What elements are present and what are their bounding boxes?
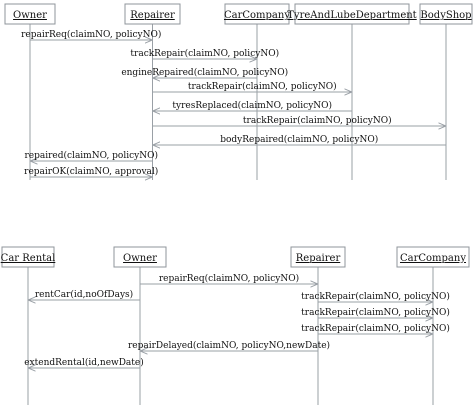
message-label: repairReq(claimNO, policyNO) — [21, 29, 161, 40]
participant-label-repairer: Repairer — [296, 253, 341, 264]
participant-box-carcompany[interactable] — [396, 246, 470, 268]
message-label: repairDelayed(claimNO, policyNO,newDate) — [128, 340, 330, 351]
message-label: bodyRepaired(claimNO, policyNO) — [220, 134, 378, 145]
message-label: repairOK(claimNO, approval) — [24, 166, 158, 177]
message-label: trackRepair(claimNO, policyNO) — [188, 81, 337, 92]
participant-label-carrental: Car Rental — [1, 253, 56, 264]
participant-box-repairer[interactable] — [290, 246, 346, 268]
participant-box-owner[interactable] — [4, 3, 56, 25]
diagram-1: Owner Repairer CarCompanyTyreAndLubeDepart… — [4, 3, 473, 180]
participant-label-owner: Owner — [123, 253, 157, 264]
message-label: trackRepair(claimNO, policyNO) — [301, 291, 450, 302]
message-label: trackRepair(claimNO, policyNO) — [301, 323, 450, 334]
message-label: tyresReplaced(claimNO, policyNO) — [172, 100, 332, 111]
participant-label-tyre: TyreAndLubeDepartment — [287, 10, 416, 21]
diagram-2: Car Rental Owner Repairer CarCompany repairR… — [1, 246, 470, 405]
message-label: trackRepair(claimNO, policyNO) — [130, 48, 279, 59]
participant-box-repairer[interactable] — [124, 3, 181, 25]
participant-box-owner[interactable] — [113, 246, 167, 268]
message-label: repaired(claimNO, policyNO) — [24, 150, 158, 161]
message-label: trackRepair(claimNO, policyNO) — [243, 115, 392, 126]
message-label: trackRepair(claimNO, policyNO) — [301, 307, 450, 318]
message-label: extendRental(id,newDate) — [24, 357, 144, 368]
message-label: repairReq(claimNO, policyNO) — [159, 273, 299, 284]
participant-box-carcompany[interactable] — [224, 3, 290, 25]
participant-label-bodyshop: BodyShop — [420, 10, 471, 21]
participant-box-carrental[interactable] — [1, 246, 55, 268]
participant-box-tyre[interactable] — [294, 3, 410, 25]
participant-label-owner: Owner — [13, 10, 47, 21]
message-label: rentCar(id,noOfDays) — [35, 289, 133, 300]
participant-label-carcompany: CarCompany — [224, 10, 290, 21]
participant-label-repairer: Repairer — [130, 10, 175, 21]
message-label: engineRepaired(claimNO, policyNO) — [121, 67, 288, 78]
participant-label-carcompany: CarCompany — [400, 253, 466, 264]
participant-box-bodyshop[interactable] — [419, 3, 473, 25]
